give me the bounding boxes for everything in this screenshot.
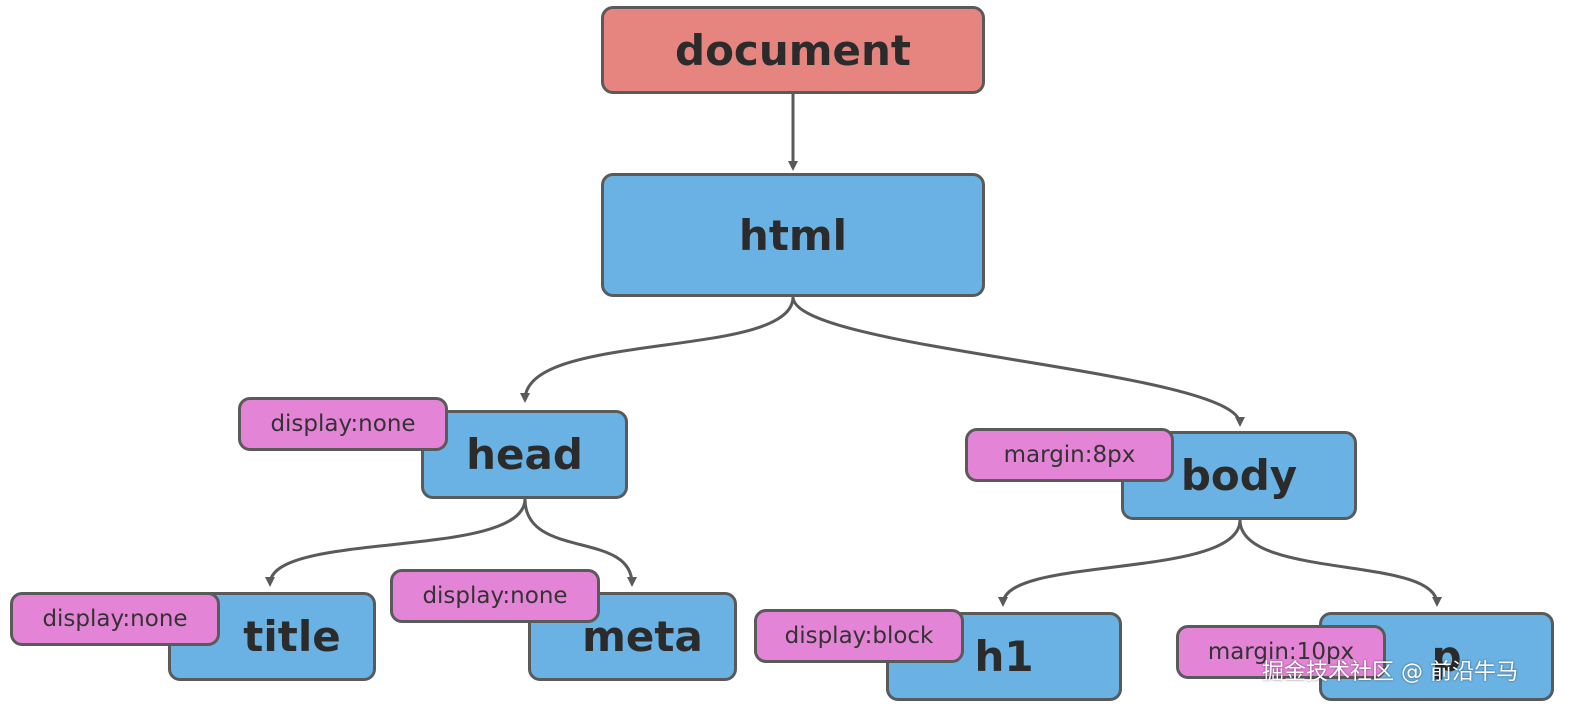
tag-p: margin:10px — [1176, 625, 1386, 679]
watermark: 掘金技术社区 @ 前沿牛马 — [1262, 660, 1518, 685]
node-html: html — [601, 173, 985, 297]
edge-head-title — [265, 498, 527, 587]
tag-body: margin:8px — [965, 428, 1174, 482]
edge-body-h1 — [998, 519, 1242, 607]
edge-html-head — [520, 296, 795, 403]
edge-html-body — [791, 296, 1245, 427]
tag-head: display:none — [238, 397, 448, 451]
node-document: document — [601, 6, 985, 94]
tag-meta: display:none — [390, 569, 600, 623]
edge-body-p — [1238, 519, 1442, 607]
edge-head-meta — [523, 498, 637, 587]
tag-title: display:none — [10, 592, 220, 646]
node-head: head — [421, 410, 628, 499]
tag-h1: display:block — [754, 609, 964, 663]
